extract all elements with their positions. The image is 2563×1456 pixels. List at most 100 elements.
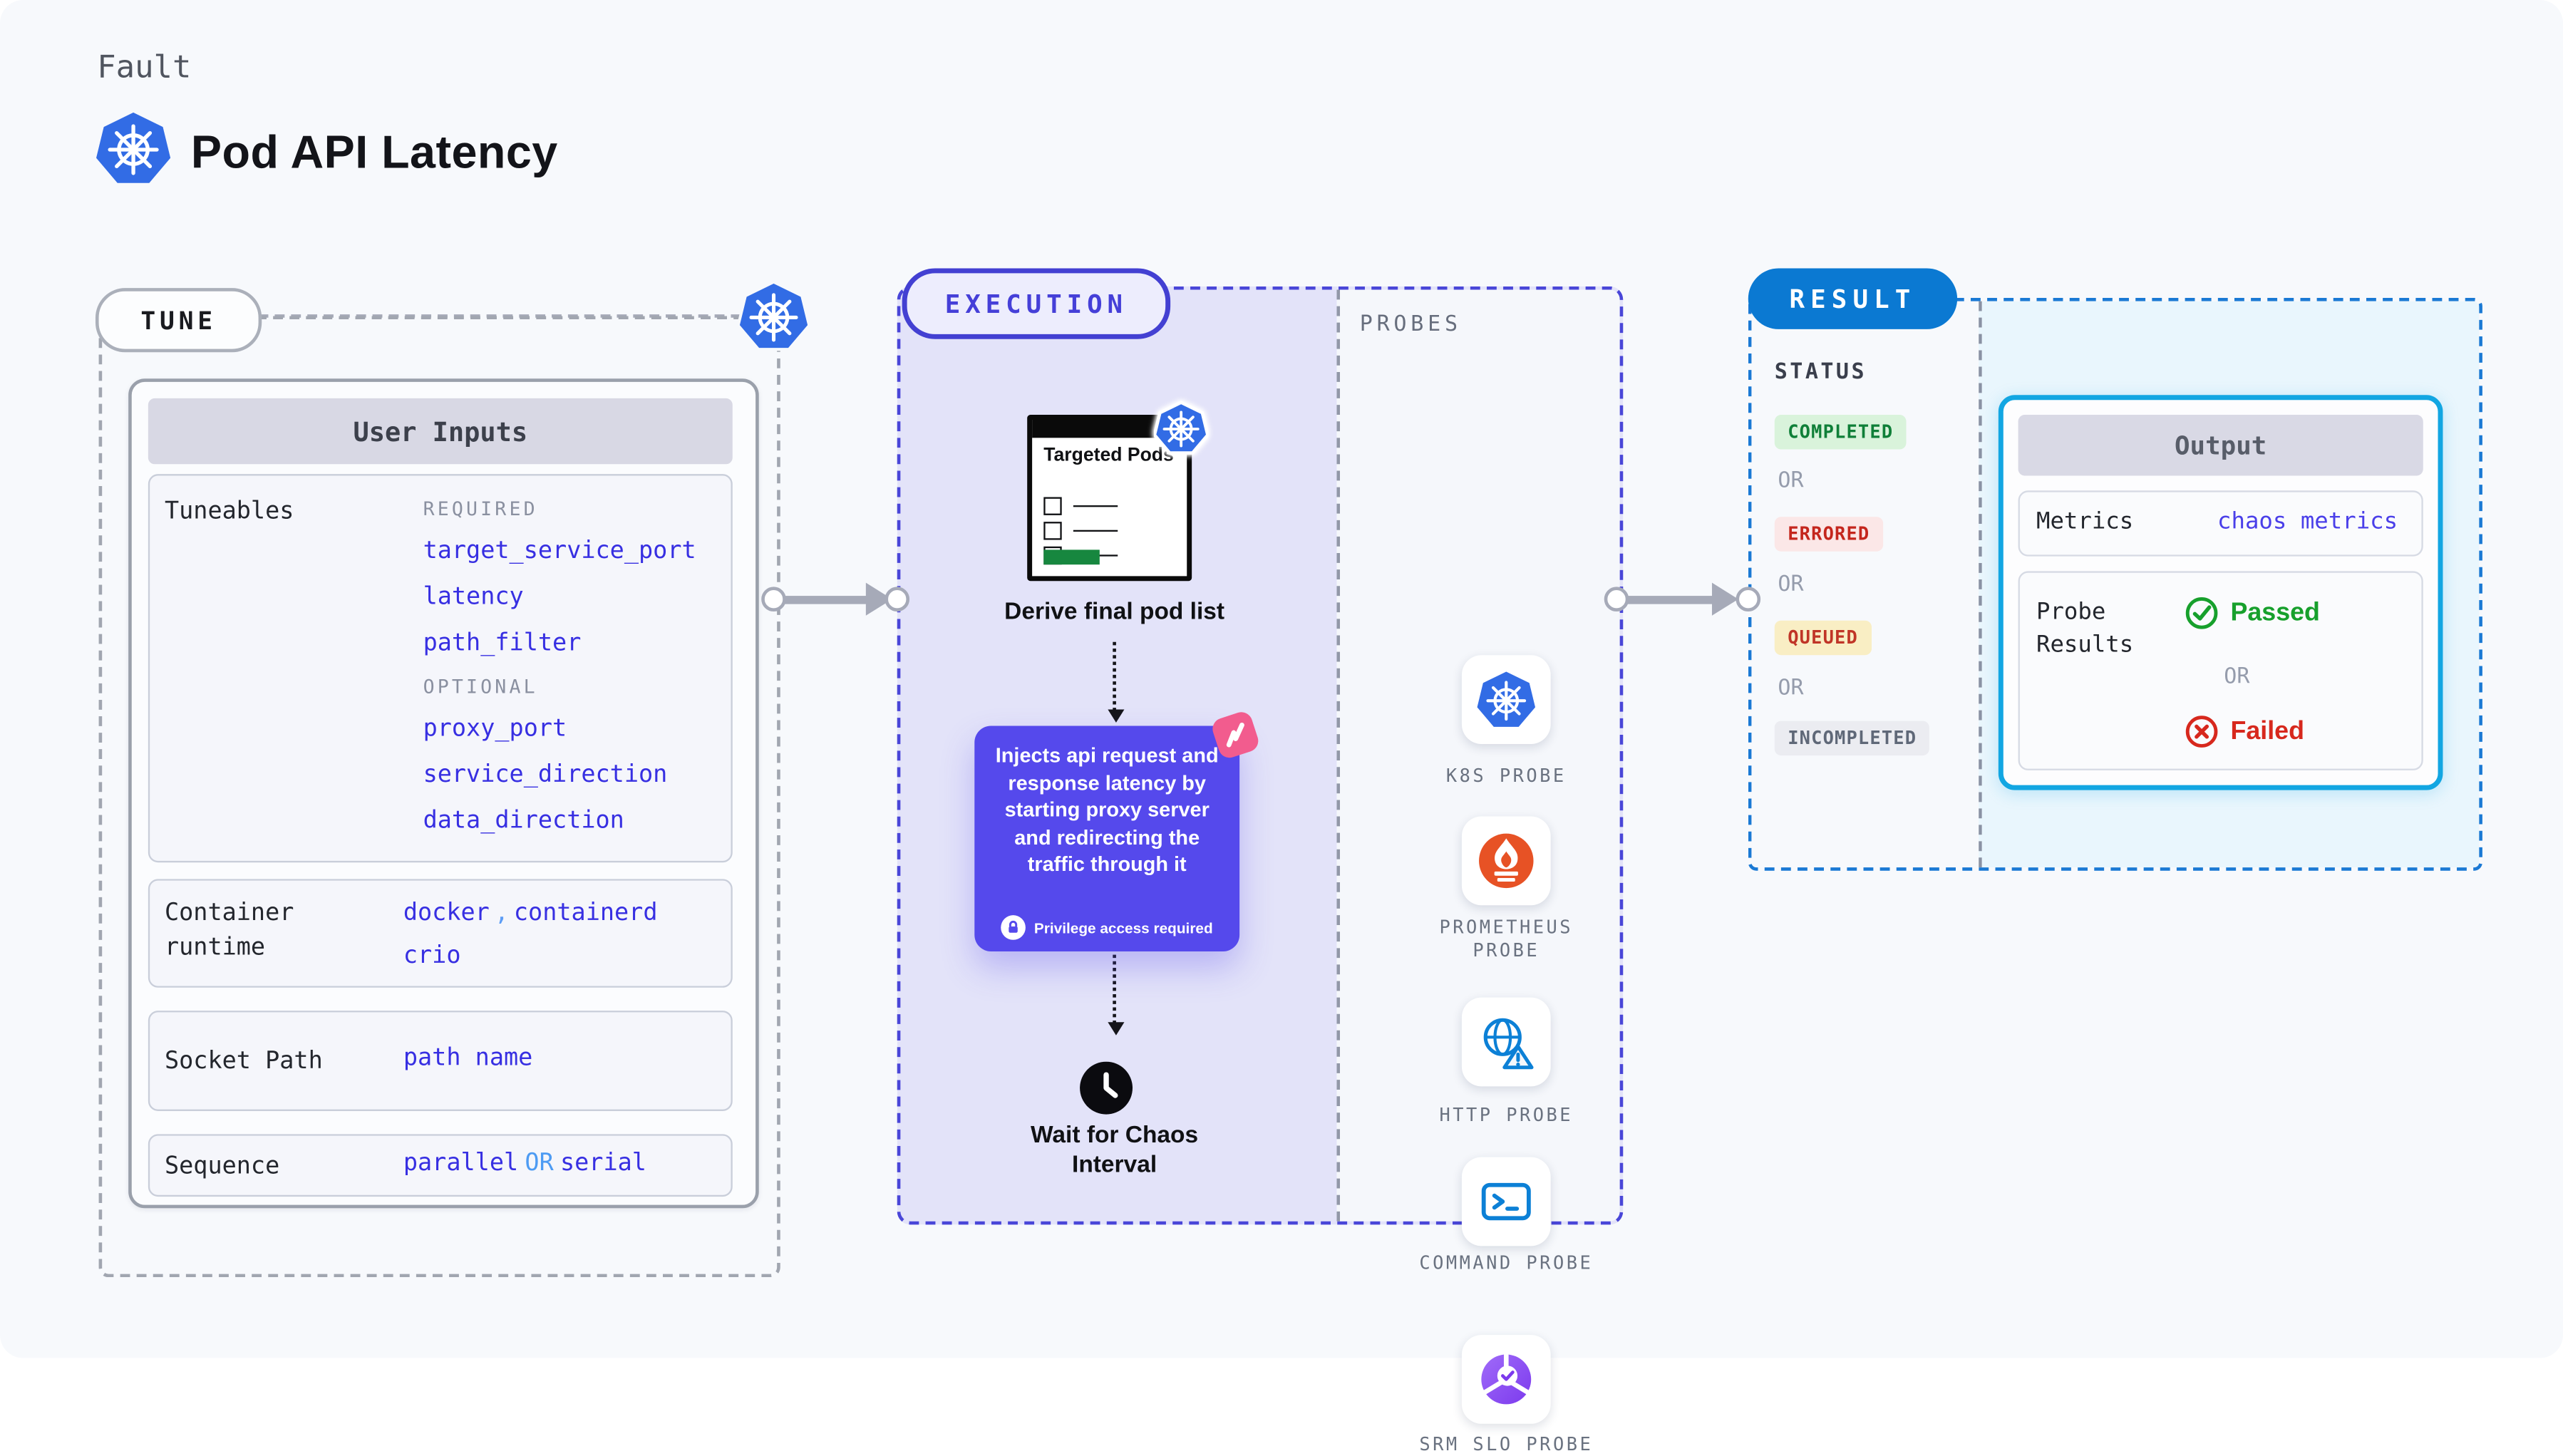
tuneables-row: Tuneables REQUIRED target_service_port l… (148, 474, 733, 863)
user-inputs-card: User Inputs Tuneables REQUIRED target_se… (128, 378, 759, 1209)
srm-slo-probe-card (1461, 1335, 1551, 1424)
passed-result: Passed (2185, 596, 2320, 631)
check-circle-icon (2185, 597, 2218, 629)
derive-pod-list-label: Derive final pod list (1004, 599, 1225, 626)
tuneable-optional: data_direction (423, 808, 624, 835)
output-or: OR (2224, 665, 2250, 690)
chaos-icon (1212, 712, 1259, 758)
runtime-separator: , (494, 900, 509, 927)
container-runtime-row: Container runtime docker,containerd crio (148, 879, 733, 988)
kubernetes-icon (1154, 401, 1209, 455)
fault-eyebrow: Fault (97, 49, 192, 86)
tuneable-required: latency (423, 584, 524, 611)
page-title: Pod API Latency (190, 126, 558, 178)
tune-badge: TUNE (95, 288, 262, 353)
diagram-canvas: Fault Pod API Latency TUNE User Inputs T… (95, 49, 2482, 1455)
probe-label: PROMETHEUS PROBE (1439, 917, 1574, 961)
slo-pie-icon (1481, 1353, 1532, 1405)
tuneable-optional: proxy_port (423, 716, 567, 743)
prometheus-icon (1479, 833, 1534, 889)
socket-path-value: path name (403, 1045, 533, 1072)
sequence-label: Sequence (164, 1154, 280, 1180)
list-line (1073, 529, 1118, 532)
wait-chaos-interval-label: Wait for Chaos Interval (1031, 1122, 1199, 1179)
checkbox-icon (1043, 522, 1062, 540)
flow-arrow-icon (1108, 954, 1125, 1036)
result-badge: RESULT (1748, 268, 1958, 329)
progress-bar (1043, 549, 1100, 565)
runtime-value: containerd (513, 900, 658, 927)
socket-path-label: Socket Path (164, 1048, 323, 1075)
command-probe-card (1461, 1157, 1551, 1246)
pod-list-item (1043, 522, 1118, 540)
arrow-icon (780, 594, 870, 604)
probe-label: COMMAND PROBE (1419, 1252, 1594, 1274)
probes-title: PROBES (1359, 312, 1462, 338)
arrow-icon (1623, 594, 1716, 604)
clock-icon (1080, 1061, 1133, 1115)
connector-dot (761, 587, 786, 612)
inject-description: Injects api request and response latency… (995, 743, 1219, 876)
tune-section (98, 316, 780, 1278)
k8s-probe-card (1461, 655, 1551, 744)
status-badge-queued: QUEUED (1774, 620, 1872, 656)
tuneables-label: Tuneables (164, 498, 294, 525)
status-badge-completed: COMPLETED (1774, 415, 1907, 450)
output-card: Output Metrics chaos metrics Probe Resul… (1998, 395, 2443, 790)
failed-label: Failed (2230, 716, 2304, 745)
probe-label: K8S PROBE (1445, 765, 1567, 787)
arrowhead-icon (1711, 582, 1738, 616)
execution-badge: EXECUTION (902, 268, 1171, 339)
targeted-pods-title: Targeted Pods (1043, 445, 1174, 466)
connector-dot (1736, 587, 1761, 612)
metrics-value: chaos metrics (2217, 508, 2398, 535)
inject-latency-card: Injects api request and response latency… (974, 726, 1240, 951)
list-line (1073, 505, 1118, 508)
checkbox-icon (1043, 497, 1062, 515)
user-inputs-title: User Inputs (148, 398, 733, 465)
status-badge-errored: ERRORED (1774, 517, 1883, 552)
http-probe-card (1461, 997, 1551, 1087)
probes-panel: PROBES K8S PROBE (1336, 289, 1620, 1455)
metrics-label: Metrics (2036, 508, 2134, 535)
status-or: OR (1778, 572, 1804, 598)
flow-arrow-icon (1108, 641, 1125, 723)
privilege-note: Privilege access required (974, 915, 1239, 940)
tuneable-required: target_service_port (423, 538, 696, 565)
sequence-value: serial (559, 1150, 646, 1177)
terminal-icon (1481, 1182, 1531, 1221)
kubernetes-icon (737, 280, 810, 351)
socket-path-row: Socket Path path name (148, 1011, 733, 1111)
runtime-value: crio (403, 943, 461, 970)
x-circle-icon (2185, 716, 2218, 748)
kubernetes-icon (96, 112, 171, 183)
status-or: OR (1778, 469, 1804, 494)
probe-results-label: Probe Results (2036, 599, 2134, 659)
output-title: Output (2018, 415, 2423, 476)
container-runtime-label: Container runtime (164, 900, 294, 961)
failed-result: Failed (2185, 714, 2304, 749)
tune-connector-line (258, 314, 741, 318)
kubernetes-icon (1477, 671, 1536, 727)
metrics-row: Metrics chaos metrics (2018, 490, 2423, 557)
status-title: STATUS (1774, 360, 1867, 386)
tuneable-optional: service_direction (423, 762, 668, 789)
tuneable-required: path_filter (423, 630, 582, 657)
probe-results-row: Probe Results Passed OR Failed (2018, 571, 2423, 770)
prometheus-probe-card (1461, 816, 1551, 906)
runtime-value: docker (403, 900, 490, 927)
connector-dot (1604, 587, 1629, 612)
lock-icon (1001, 915, 1026, 940)
pod-list-item (1043, 497, 1118, 515)
privilege-note-text: Privilege access required (1033, 919, 1213, 936)
required-label: REQUIRED (423, 497, 538, 520)
sequence-or: OR (525, 1150, 554, 1177)
connector-dot (885, 587, 910, 612)
http-globe-icon (1483, 1018, 1534, 1070)
sequence-value: parallel (403, 1150, 519, 1177)
probe-label: HTTP PROBE (1439, 1104, 1574, 1126)
optional-label: OPTIONAL (423, 674, 538, 698)
status-or: OR (1778, 676, 1804, 701)
probe-label: SRM SLO PROBE (1419, 1433, 1594, 1455)
status-badge-incompleted: INCOMPLETED (1774, 721, 1930, 756)
